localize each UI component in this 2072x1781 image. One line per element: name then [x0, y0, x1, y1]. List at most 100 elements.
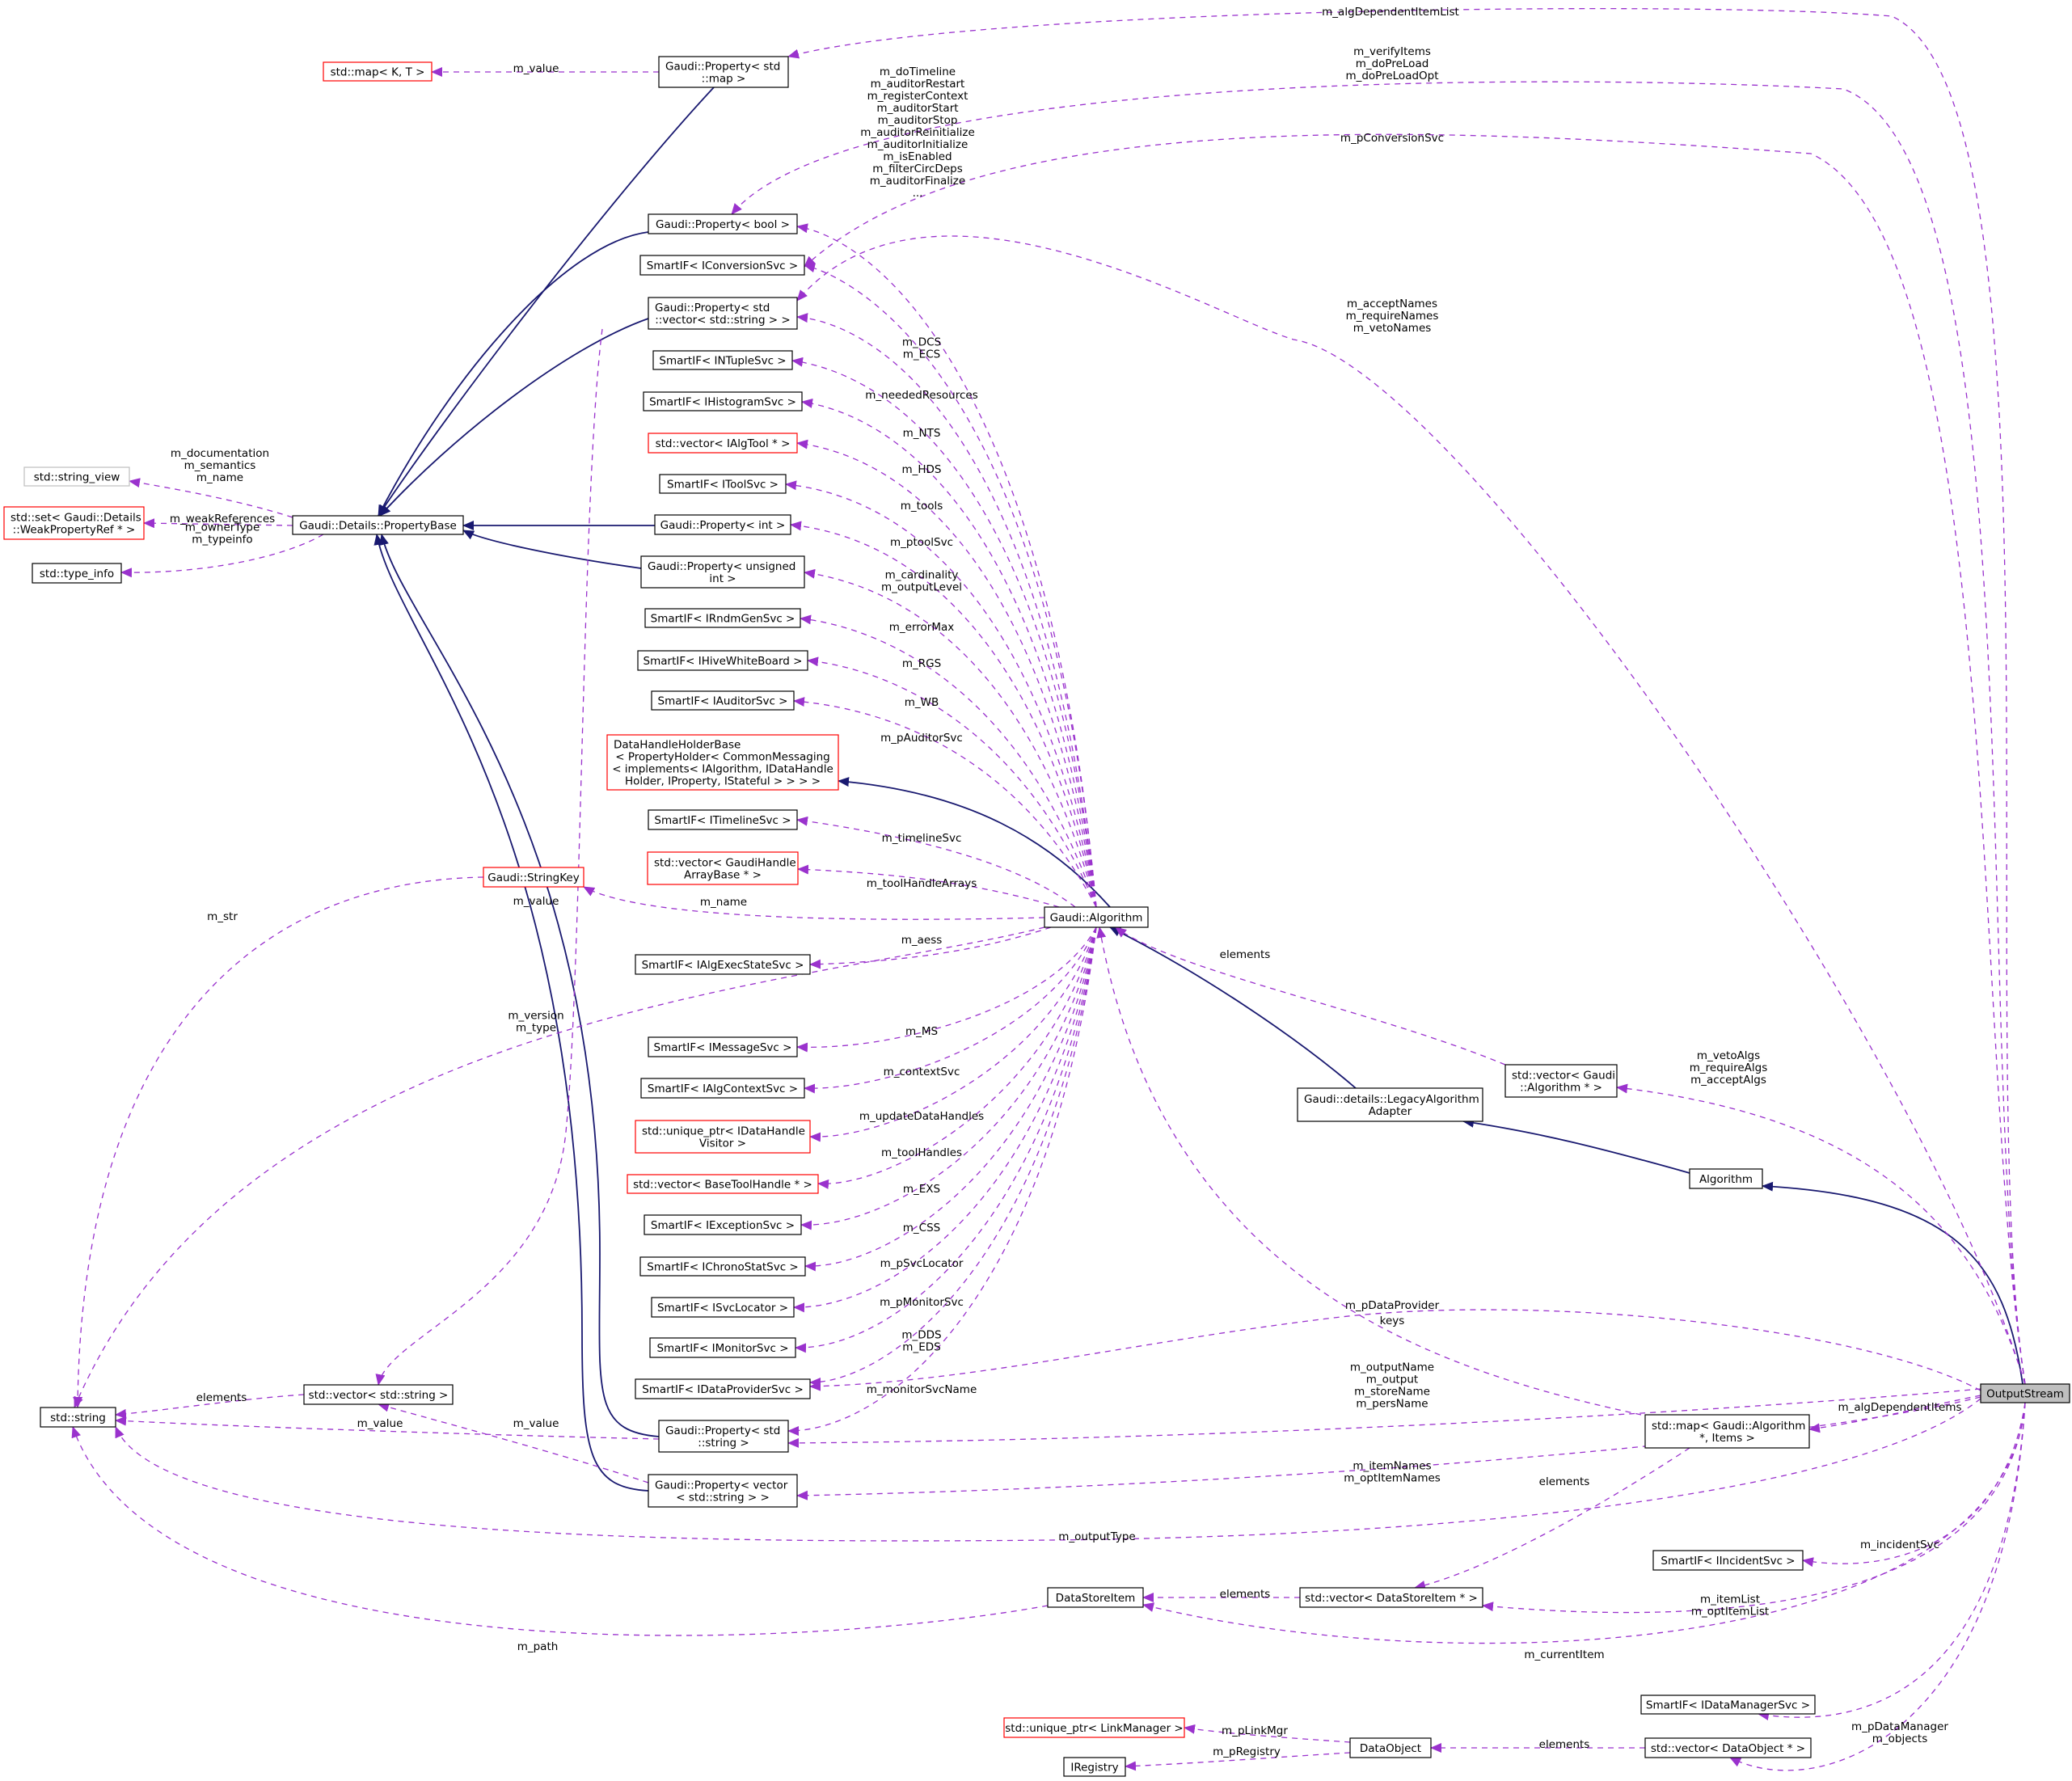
class-node-label: SmartIF< IAlgContextSvc > — [648, 1083, 798, 1095]
class-node-vec_string[interactable]: std::vector< std::string > — [303, 1384, 454, 1405]
class-node-prop_int[interactable]: Gaudi::Property< int > — [654, 514, 791, 535]
class-node-vec_bth[interactable]: std::vector< BaseToolHandle * > — [627, 1174, 819, 1194]
edge-label-line: elements — [1539, 1475, 1590, 1488]
class-node-prop_string[interactable]: Gaudi::Property< std::string > — [658, 1420, 789, 1453]
class-node-dhhb[interactable]: DataHandleHolderBase< PropertyHolder< Co… — [606, 734, 839, 791]
class-node-label-line: SmartIF< IConversionSvc > — [647, 260, 798, 272]
edge-label-line: m_pMonitorSvc — [880, 1296, 964, 1309]
class-node-box — [640, 555, 805, 589]
edge-label-algdepitems: m_algDependentItems — [1838, 1401, 1961, 1414]
edge-label-line: m_doPreLoad — [1356, 57, 1429, 70]
class-node-sif_exc[interactable]: SmartIF< IExceptionSvc > — [644, 1214, 802, 1235]
usage-edge-gaudialg-to-prop_bool — [796, 223, 1097, 908]
class-node-box — [323, 61, 433, 82]
class-node-sif_dp[interactable]: SmartIF< IDataProviderSvc > — [635, 1378, 811, 1399]
class-node-label-line: std::string_view — [34, 471, 120, 484]
class-node-outputstream[interactable]: OutputStream — [1980, 1383, 2070, 1403]
class-node-vec_dsi[interactable]: std::vector< DataStoreItem * > — [1299, 1587, 1483, 1608]
edge-label-line: m_outputName — [1350, 1361, 1434, 1374]
edge-label-line: m_requireNames — [1346, 310, 1439, 323]
class-node-vec_galg[interactable]: std::vector< Gaudi::Algorithm * > — [1504, 1064, 1618, 1098]
class-node-box — [648, 809, 798, 830]
class-node-iregistry[interactable]: IRegistry — [1063, 1757, 1126, 1777]
class-node-set_wpr[interactable]: std::set< Gaudi::Details::WeakPropertyRe… — [3, 506, 145, 540]
edge-label-line: m_incidentSvc — [1860, 1538, 1939, 1551]
class-node-vec_dobj[interactable]: std::vector< DataObject * > — [1644, 1737, 1812, 1758]
usage-edge-prop_string-to-std_string — [115, 1416, 660, 1440]
usage-edge-outputstream-to-sif_dm — [1758, 1402, 2026, 1720]
class-node-sif_msg[interactable]: SmartIF< IMessageSvc > — [648, 1036, 798, 1057]
edge-label-line: m_value — [357, 1417, 403, 1430]
class-node-prop_map[interactable]: Gaudi::Property< std::map > — [658, 56, 789, 88]
edge-label-pregistry: m_pRegistry — [1213, 1745, 1281, 1758]
usage-edge-gaudialg-to-uptr_dhv — [809, 926, 1097, 1142]
class-node-label-line: Gaudi::Property< std — [665, 61, 780, 74]
class-node-sif_incident[interactable]: SmartIF< IIncidentSvc > — [1652, 1550, 1804, 1571]
class-node-dataobject[interactable]: DataObject — [1349, 1737, 1432, 1758]
class-node-std_map_kt[interactable]: std::map< K, T > — [323, 61, 433, 82]
class-node-prop_vecstr[interactable]: Gaudi::Property< std::vector< std::strin… — [648, 297, 798, 330]
edge-label-line: m_itemNames — [1352, 1460, 1431, 1473]
class-node-label-line: DataObject — [1360, 1742, 1421, 1755]
class-node-datastoreitem[interactable]: DataStoreItem — [1047, 1587, 1144, 1608]
class-node-label: SmartIF< IIncidentSvc > — [1661, 1555, 1795, 1568]
class-node-uptr_lm[interactable]: std::unique_ptr< LinkManager > — [1003, 1717, 1185, 1738]
edge-label-line: m_semantics — [184, 459, 256, 472]
class-node-label-line: Gaudi::StringKey — [487, 872, 579, 884]
class-node-label: DataHandleHolderBase< PropertyHolder< Co… — [612, 739, 833, 788]
class-node-sif_mon[interactable]: SmartIF< IMonitorSvc > — [649, 1337, 796, 1358]
class-node-sif_aess[interactable]: SmartIF< IAlgExecStateSvc > — [635, 954, 811, 975]
class-node-algorithm[interactable]: Algorithm — [1689, 1168, 1763, 1189]
edge-label-line: m_pDataManager — [1851, 1720, 1948, 1733]
class-node-sif_dm[interactable]: SmartIF< IDataManagerSvc > — [1640, 1694, 1816, 1715]
edge-label-line: m_pLinkMgr — [1222, 1724, 1288, 1737]
edge-label-line: m_toolHandles — [881, 1146, 962, 1159]
class-node-label: DataStoreItem — [1056, 1592, 1136, 1605]
class-node-label-line: ::string > — [698, 1437, 749, 1450]
class-node-std_string[interactable]: std::string — [40, 1407, 116, 1428]
edge-label-toolharr: m_toolHandleArrays — [867, 877, 977, 890]
class-node-label-line: ::map > — [702, 73, 746, 86]
class-node-box — [639, 1256, 806, 1277]
class-node-type_info[interactable]: std::type_info — [32, 563, 122, 584]
class-node-sif_conv[interactable]: SmartIF< IConversionSvc > — [639, 255, 805, 276]
class-node-string_view[interactable]: std::string_view — [23, 466, 130, 487]
class-node-map_galg[interactable]: std::map< Gaudi::Algorithm*, Items > — [1644, 1414, 1810, 1449]
edge-label-psvcloc: m_pSvcLocator — [880, 1257, 964, 1270]
class-node-sif_ctx[interactable]: SmartIF< IAlgContextSvc > — [640, 1078, 805, 1099]
edge-label-line: m_MS — [905, 1025, 938, 1038]
class-node-stringkey[interactable]: Gaudi::StringKey — [483, 867, 584, 888]
edge-label-line: m_EDS — [902, 1341, 940, 1354]
class-node-box — [639, 255, 805, 276]
class-node-sif_ntuple[interactable]: SmartIF< INTupleSvc > — [652, 350, 793, 370]
class-node-label-line: Gaudi::Property< bool > — [656, 218, 790, 231]
class-node-sif_tool[interactable]: SmartIF< IToolSvc > — [659, 474, 787, 494]
class-node-propbase[interactable]: Gaudi::Details::PropertyBase — [292, 515, 464, 535]
class-node-label: SmartIF< ITimelineSvc > — [654, 814, 791, 827]
usage-edge-gaudialg-to-sif_mon — [795, 926, 1097, 1353]
class-node-sif_hist[interactable]: SmartIF< IHistogramSvc > — [643, 391, 803, 411]
class-node-sif_rndm[interactable]: SmartIF< IRndmGenSvc > — [644, 608, 801, 628]
class-node-sif_timeline[interactable]: SmartIF< ITimelineSvc > — [648, 809, 798, 830]
edge-label-elements_dobj: elements — [1539, 1738, 1590, 1751]
class-node-label-line: SmartIF< ITimelineSvc > — [654, 814, 791, 827]
inheritance-edge-gaudialg-to-legacy — [1109, 926, 1357, 1089]
class-node-vec_algtool[interactable]: std::vector< IAlgTool * > — [648, 433, 798, 454]
class-node-sif_chrono[interactable]: SmartIF< IChronoStatSvc > — [639, 1256, 806, 1277]
class-node-prop_bool[interactable]: Gaudi::Property< bool > — [648, 213, 798, 234]
class-node-sif_hive[interactable]: SmartIF< IHiveWhiteBoard > — [637, 650, 808, 671]
class-node-sif_svcloc[interactable]: SmartIF< ISvcLocator > — [651, 1297, 795, 1318]
class-node-prop_vector[interactable]: Gaudi::Property< vector< std::string > > — [648, 1474, 798, 1508]
usage-edge-dataobject-to-uptr_lm — [1184, 1724, 1351, 1743]
class-node-sif_aud[interactable]: SmartIF< IAuditorSvc > — [651, 690, 795, 711]
class-node-gaudialg[interactable]: Gaudi::Algorithm — [1044, 906, 1149, 928]
edge-label-line: m_requireAlgs — [1690, 1061, 1767, 1074]
edge-label-line: m_HDS — [901, 463, 941, 476]
